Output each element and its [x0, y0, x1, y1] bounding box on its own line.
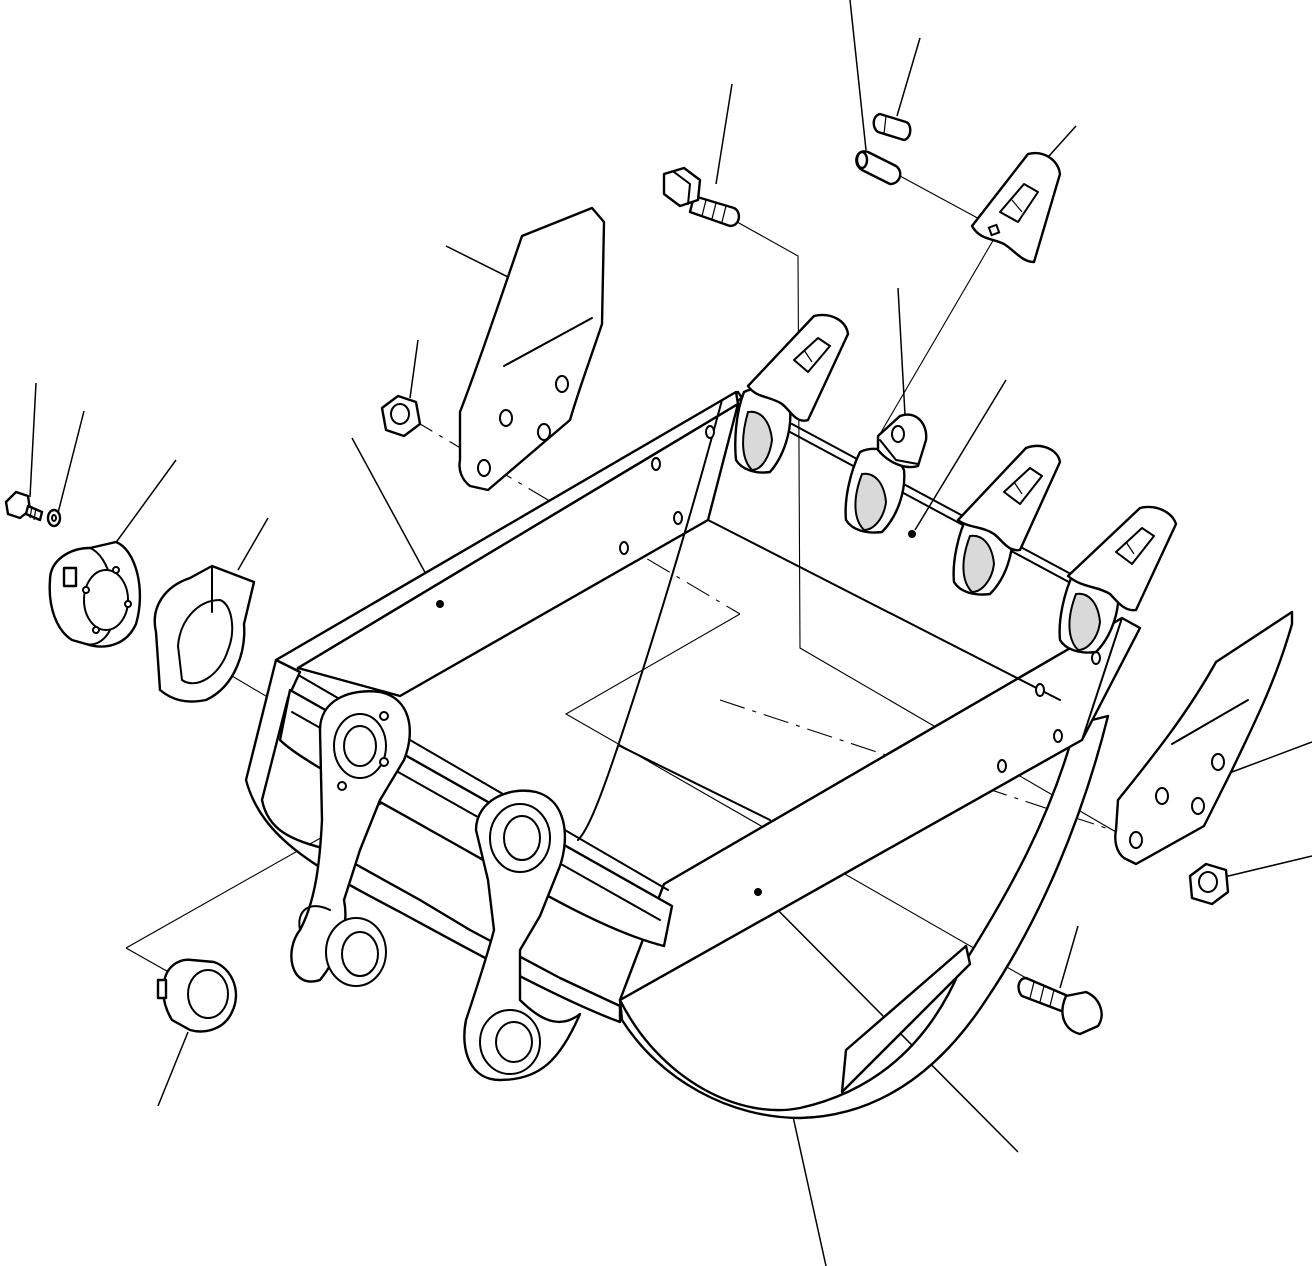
- side-cutter-bolt: [662, 166, 1103, 1036]
- boss-flange: [48, 540, 142, 648]
- flange-bolt: [4, 490, 44, 522]
- tooth-pin: [855, 150, 902, 186]
- tooth-point: [746, 151, 1178, 612]
- tooth-adapter: [734, 387, 1120, 654]
- side-cutter-nut: [380, 394, 1230, 906]
- tooth-adapter-exploded: [876, 413, 928, 469]
- side-cutter: [458, 206, 1294, 866]
- shim: [153, 564, 256, 703]
- bushing-dust-seal: [156, 958, 238, 1033]
- bucket-body: [244, 390, 1142, 1120]
- lock-washer: [46, 508, 62, 528]
- tooth-lock: [872, 112, 912, 142]
